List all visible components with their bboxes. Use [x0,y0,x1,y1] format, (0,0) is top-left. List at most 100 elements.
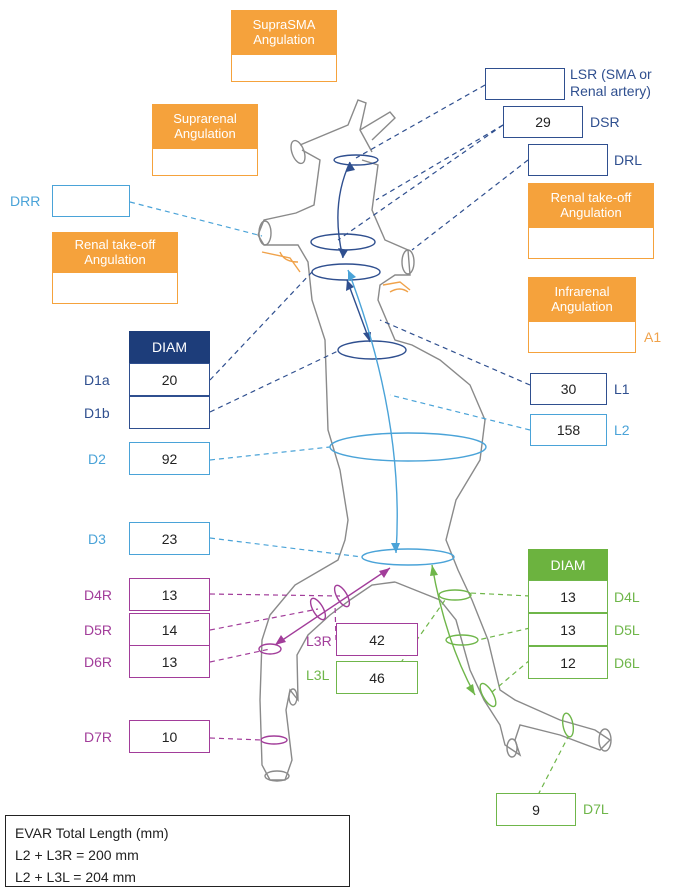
l3l-head-top [430,565,438,576]
d7r-ring [260,735,288,745]
l3r-input[interactable]: 42 [336,623,418,656]
dsr-input[interactable]: 29 [503,106,583,138]
d3-leader [209,537,363,558]
d2-ring [329,432,487,462]
d3-input[interactable]: 23 [129,522,210,555]
internal-iliac-cap [506,738,518,758]
left-renal-cap [401,249,415,275]
d5r-input[interactable]: 14 [129,613,210,646]
d7r-label: D7R [84,729,113,745]
drr-leader [129,201,263,237]
d6r-label: D6R [84,654,113,670]
renal-takeoff-angulation-left-input[interactable] [528,227,654,259]
d6l-input[interactable]: 12 [528,646,608,679]
right-iliac-cap [264,770,290,782]
renal-angle-left [382,281,411,293]
l2-line [347,269,398,554]
d1a-label: D1a [84,372,110,388]
l2-leader [389,394,531,431]
d6l-ring [479,682,497,708]
suprarenal-angulation-input[interactable] [152,148,258,176]
d1b-input[interactable] [129,396,210,429]
a1-label: A1 [644,329,662,345]
dsr-leader-2 [337,124,504,241]
d1b-label: D1b [84,405,110,421]
d6l-label: D6L [614,655,640,671]
right-renal-cap [258,220,272,246]
drr-input[interactable] [52,185,130,217]
drl-leader [411,159,529,251]
celiac-cap [290,139,306,165]
d3-label: D3 [88,531,106,547]
renal-takeoff-angulation-left-header: Renal take-off Angulation [528,183,654,227]
l3r-head-top [379,568,390,578]
d6r-leader [209,648,271,663]
dsr-ring [333,154,379,166]
evar-total-length-summary: EVAR Total Length (mm) L2 + L3R = 200 mm… [5,815,350,887]
renal-takeoff-angulation-right-header: Renal take-off Angulation [52,232,178,272]
renal-takeoff-angulation-right-input[interactable] [52,272,178,304]
supra-sma-angulation-header: SupraSMA Angulation [231,10,337,54]
l3l-input[interactable]: 46 [336,661,418,694]
l2-head-top [348,270,356,281]
l3r-head-bottom [275,635,286,645]
supra-sma-angulation-input[interactable] [231,54,337,82]
infrarenal-angulation-input[interactable] [528,321,636,353]
l3r-label: L3R [306,633,332,649]
supra-arrow-head [338,248,348,258]
l3l-label: L3L [306,667,330,683]
d2-label: D2 [88,451,106,467]
l1-head-top [346,280,354,291]
aorta-right-wall [361,159,612,757]
d4l-label: D4L [614,589,640,605]
l3l-line [431,564,476,696]
dsr-label: DSR [590,114,620,130]
lsr-input[interactable] [485,68,565,100]
l3r-line [274,567,391,646]
l1-input[interactable]: 30 [530,373,607,405]
d4l-input[interactable]: 13 [528,580,608,613]
l1-label: L1 [614,381,630,397]
celiac-branch [299,99,373,153]
d6r-input[interactable]: 13 [129,645,210,678]
d5l-input[interactable]: 13 [528,613,608,646]
suprarenal-angulation-header: Suprarenal Angulation [152,104,258,148]
infrarenal-angulation-header: Infrarenal Angulation [528,277,636,321]
d7l-input[interactable]: 9 [496,793,576,826]
l2-label: L2 [614,422,630,438]
d7r-input[interactable]: 10 [129,720,210,753]
d7l-leader [537,736,569,796]
drl-label: DRL [614,152,643,168]
d4r-input[interactable]: 13 [129,578,210,611]
d5l-ring [445,634,479,646]
drr-label: DRR [10,193,41,209]
left-iliac-cap [598,728,612,752]
d1a-input[interactable]: 20 [129,363,210,396]
d7r-leader [209,737,263,741]
l2-head-bottom [391,543,400,553]
d5r-ring [309,597,327,621]
dsr-leader [375,124,504,201]
d2-input[interactable]: 92 [129,442,210,475]
l3r-leader [334,603,337,641]
d1a-leader [209,271,313,381]
supra-centerline [337,161,351,259]
summary-l3l-total: L2 + L3L = 204 mm [15,869,136,885]
d5r-leader [209,608,319,631]
lsr-label: LSR (SMA or Renal artery) [570,66,652,99]
diam-header-right: DIAM [528,549,608,580]
summary-title: EVAR Total Length (mm) [15,825,169,841]
d4r-leader [209,593,341,597]
d4l-ring [438,589,472,601]
d4l-leader [469,592,531,597]
diam-header-left: DIAM [129,331,210,363]
d4r-label: D4R [84,587,113,603]
d6l-leader [491,659,531,693]
lsr-leader [355,84,486,159]
l3l-head-bottom [466,684,475,695]
d7l-label: D7L [583,801,609,817]
d3-ring [361,548,455,566]
l2-input[interactable]: 158 [530,414,607,446]
supra-arrow-tail [346,162,355,172]
drl-input[interactable] [528,144,608,176]
